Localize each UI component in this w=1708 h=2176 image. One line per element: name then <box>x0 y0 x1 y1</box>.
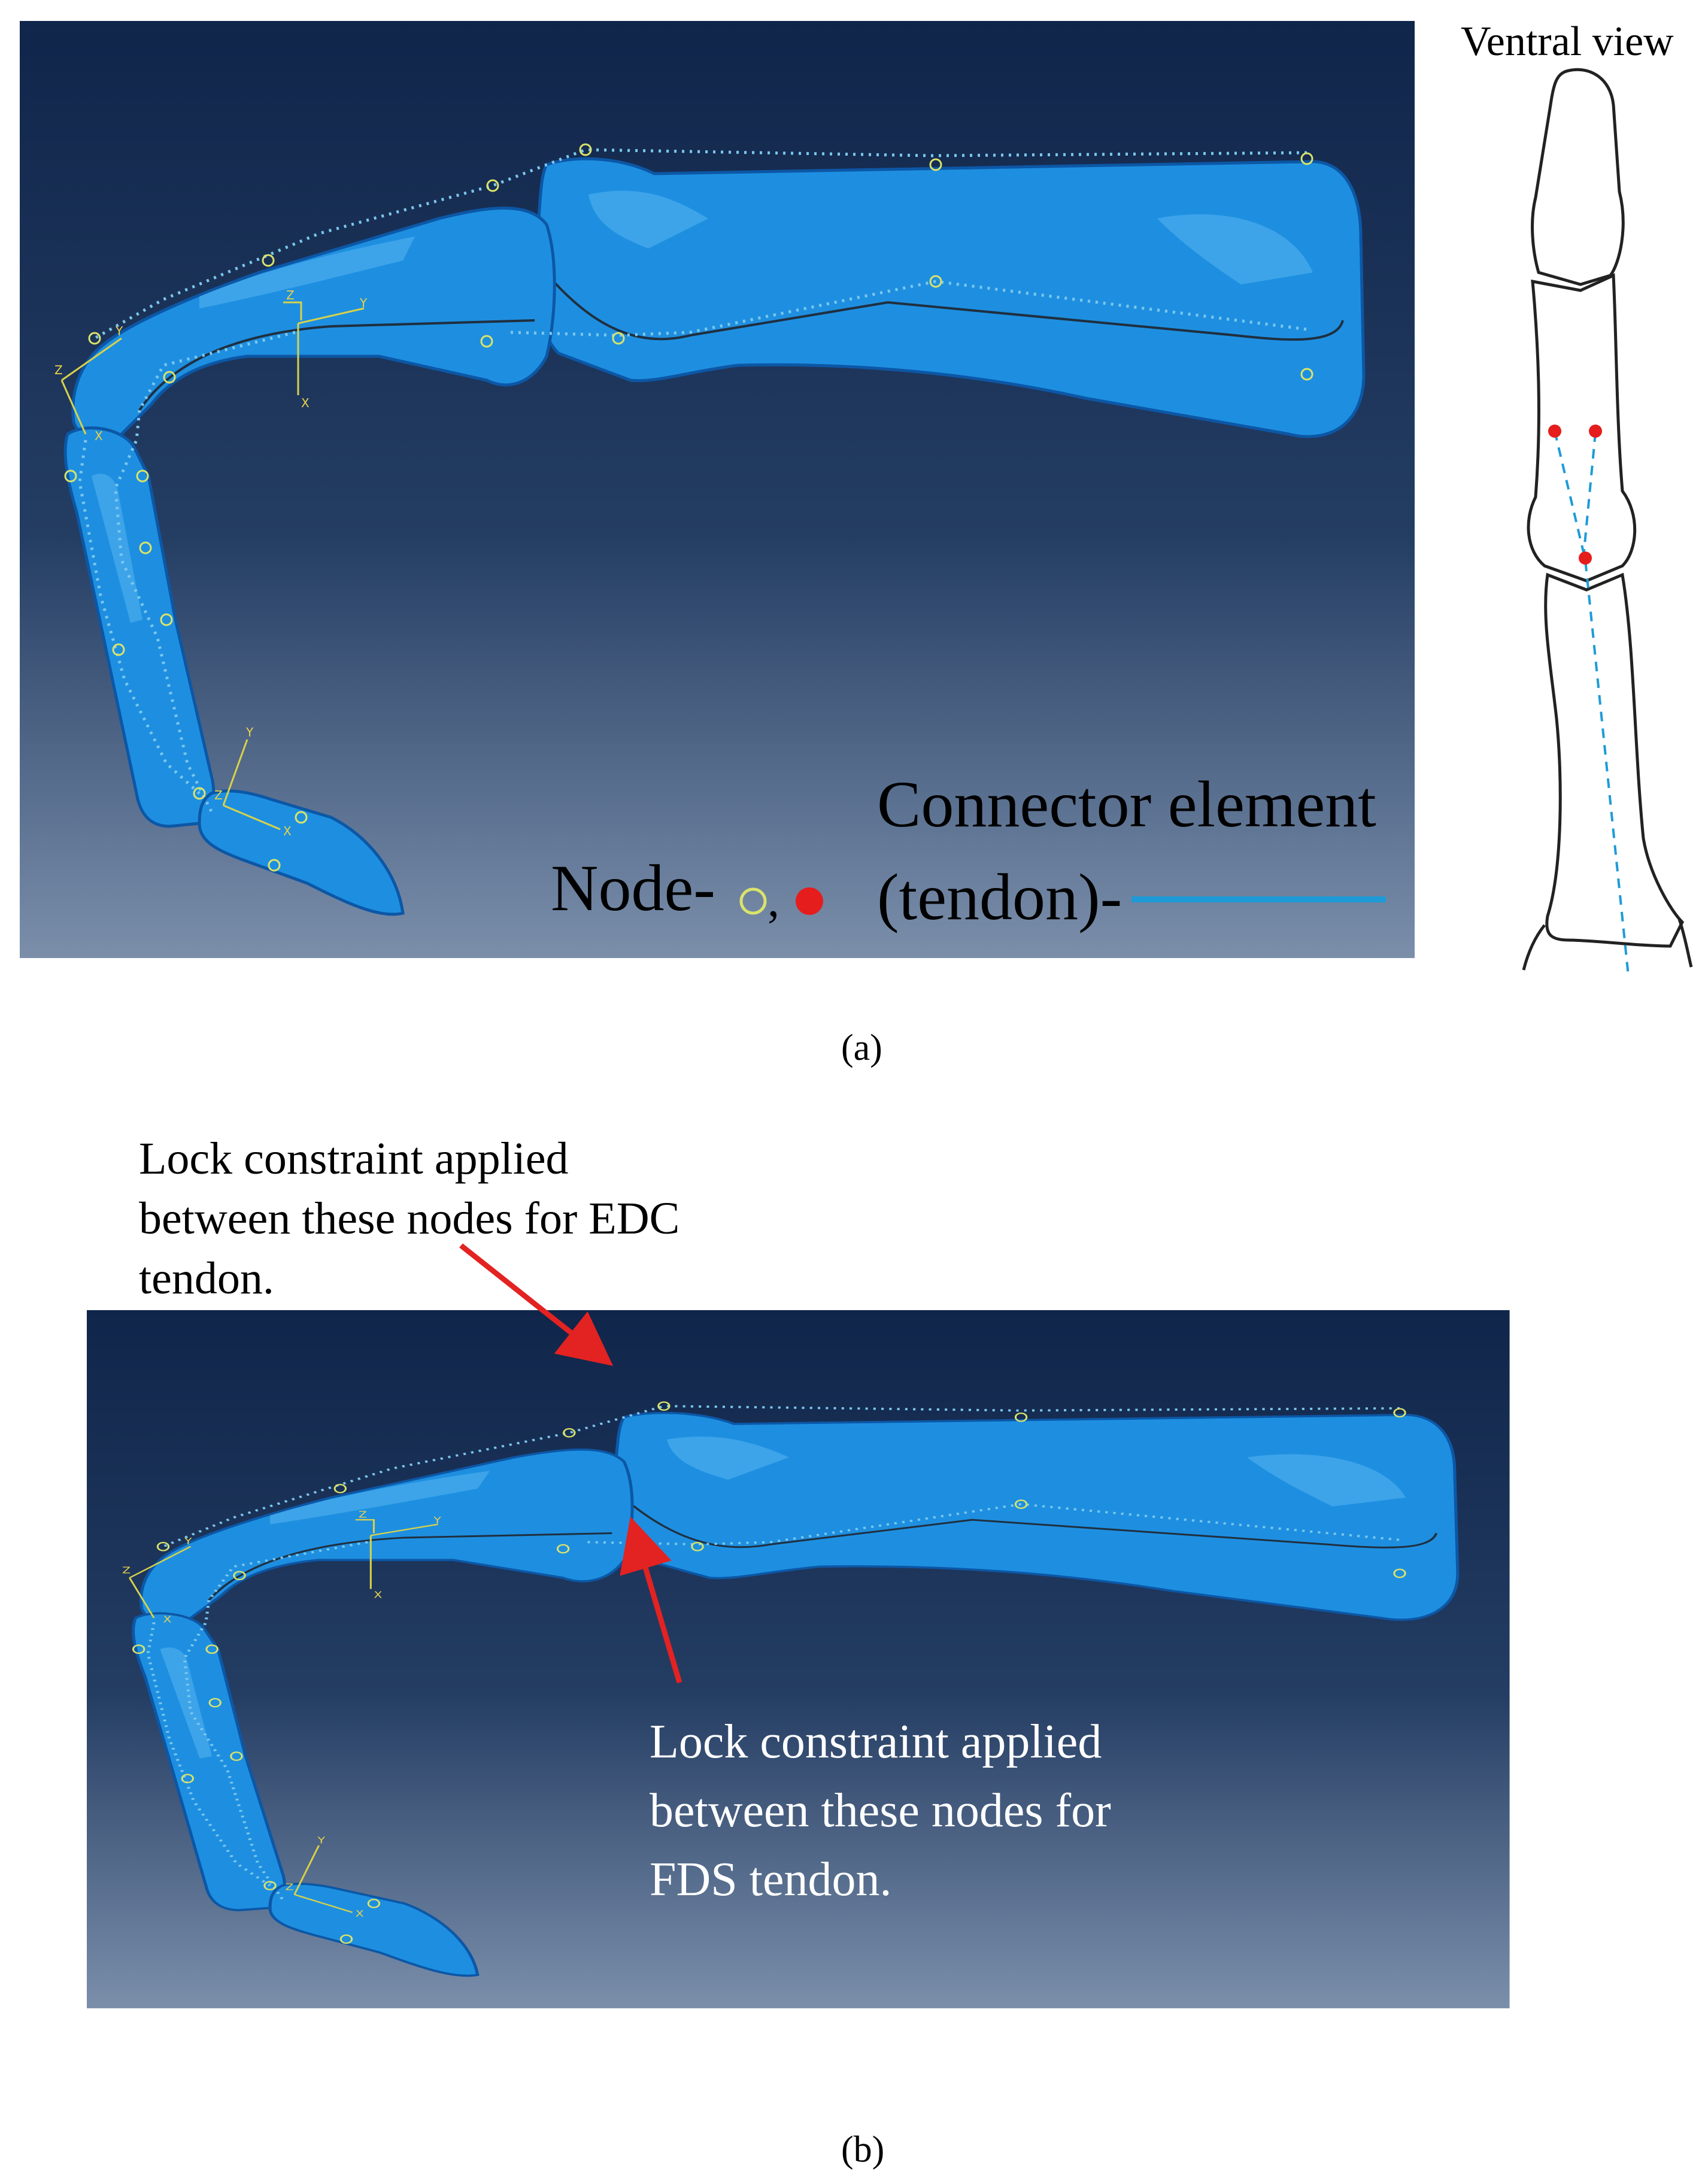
legend-connector-line2: (tendon)- <box>877 860 1122 934</box>
legend-node-ring-icon <box>739 887 767 915</box>
ventral-middle-bone <box>1527 273 1637 583</box>
ventral-view: Ventral view <box>1461 19 1693 977</box>
edc-annotation: Lock constraint applied between these no… <box>139 1134 691 1304</box>
panel-a-label: (a) <box>841 1028 882 1068</box>
panel-b: Lock constraint applied between these no… <box>87 1134 1510 2008</box>
panel-b-label: (b) <box>841 2129 884 2170</box>
panel-a: Node- , Connector element (tendon)- <box>20 21 1415 958</box>
ventral-proximal-bone <box>1544 572 1685 948</box>
ventral-view-title: Ventral view <box>1461 19 1674 65</box>
legend-node-fill-icon <box>796 887 823 915</box>
ventral-node-2 <box>1589 425 1602 438</box>
ventral-distal-bone <box>1531 68 1625 286</box>
fds-annotation: Lock constraint applied between these no… <box>650 1716 1123 1906</box>
edc-arrow <box>459 1243 614 1366</box>
ventral-node-3 <box>1579 551 1592 565</box>
legend-connector-line1: Connector element <box>877 768 1376 841</box>
legend-node-label: Node- <box>551 851 715 925</box>
ventral-node-1 <box>1548 425 1561 438</box>
legend-node-separator: , <box>767 874 779 927</box>
fds-arrow <box>620 1516 682 1684</box>
